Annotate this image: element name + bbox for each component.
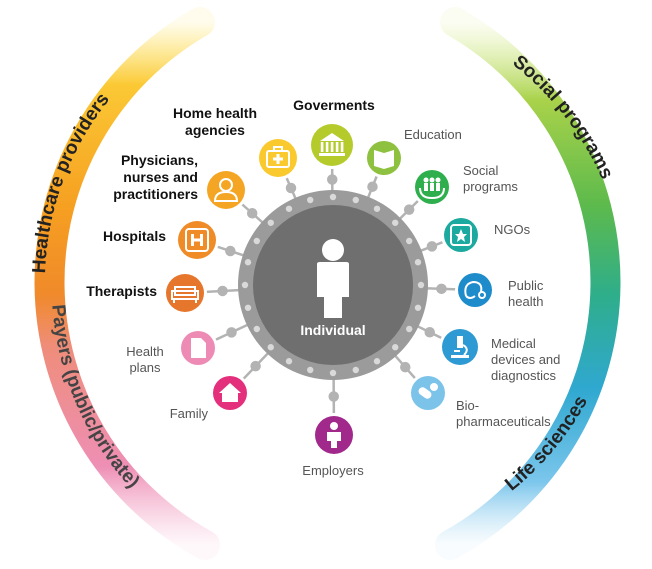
social-programs-label: Social programs: [463, 163, 518, 194]
hub-dot: [406, 325, 413, 333]
connector-dot: [400, 361, 411, 373]
hub-dot: [373, 358, 381, 365]
hub-dots: [241, 193, 425, 377]
star-icon: [450, 224, 472, 246]
hub-dot: [241, 281, 249, 289]
house-icon: [219, 383, 241, 402]
left-outer-ring: [34, 7, 220, 560]
health-plans-node: [178, 328, 218, 368]
medical-devices-label: Medical devices and diagnostics: [491, 336, 561, 383]
goverments-label: Goverments: [293, 97, 375, 113]
hub-dot: [285, 205, 293, 212]
employers-label: Employers: [302, 463, 364, 478]
family-node: [210, 373, 250, 413]
family-hands-icon: [419, 177, 445, 200]
connector-dot: [285, 182, 297, 194]
individual-icon: [317, 239, 349, 318]
home-health-label: Home health agencies: [172, 105, 257, 138]
hub-dot: [406, 237, 413, 245]
hub-dot: [414, 259, 422, 266]
connector-dot: [403, 204, 415, 215]
book-icon: [374, 150, 394, 169]
connector-dot: [250, 360, 261, 372]
connector-dot: [328, 391, 339, 402]
goverments-node: [308, 121, 356, 169]
hospitals-label: Hospitals: [102, 228, 166, 244]
hospital-icon: [185, 228, 209, 252]
hub-dot: [253, 325, 260, 333]
connector-dot: [217, 285, 228, 297]
home-health-node: [256, 136, 300, 180]
public-health-node: [455, 270, 495, 310]
hub-dot: [307, 366, 314, 374]
node-circle: [166, 274, 204, 312]
hub-dot: [244, 259, 252, 266]
hub-dot: [373, 205, 381, 212]
family-label: Family: [169, 406, 208, 421]
hub-dot: [414, 304, 422, 311]
employers-node: [312, 413, 356, 457]
stethoscope-icon: [464, 280, 486, 299]
hub-dot: [267, 219, 274, 226]
connector-dot: [426, 241, 438, 252]
hub-dot: [329, 369, 337, 377]
hub-dot: [392, 219, 399, 226]
right-outer-ring: [435, 7, 621, 560]
connector-dot: [225, 245, 236, 257]
ngos-node: [441, 215, 481, 255]
medical-devices-node: [439, 326, 481, 368]
education-label: Education: [404, 127, 462, 142]
social-programs-node: [412, 167, 452, 207]
health-plans-label: Health plans: [126, 344, 164, 375]
hub-dot: [267, 344, 274, 351]
hospitals-node: [175, 218, 219, 262]
biopharma-node: [408, 373, 448, 413]
government-building-icon: [319, 133, 345, 156]
medical-kit-icon: [266, 146, 290, 168]
connector-dot: [424, 326, 435, 338]
node-circle: [458, 273, 492, 307]
microscope-icon: [451, 336, 469, 358]
social-programs-ring-label: Social programs: [509, 51, 617, 182]
hub-dot: [392, 344, 399, 351]
ngos-label: NGOs: [494, 222, 531, 237]
document-icon: [191, 338, 206, 358]
therapists-node: [163, 271, 207, 315]
doctor-icon: [213, 178, 239, 202]
couch-icon: [171, 286, 199, 303]
connector-dot: [326, 174, 338, 185]
connector-dot: [246, 208, 258, 219]
hub-dot: [244, 304, 252, 311]
hub-dot: [329, 193, 337, 201]
education-node: [364, 138, 404, 178]
hub-dot: [307, 196, 314, 204]
hub-dot: [253, 237, 260, 245]
employee-icon: [327, 422, 341, 448]
hub-dot: [352, 196, 359, 204]
physicians-label: Physicians, nurses and practitioners: [113, 152, 198, 202]
physicians-node: [204, 168, 248, 212]
connector-dot: [436, 283, 447, 295]
therapists-label: Therapists: [86, 283, 157, 299]
biopharma-label: Bio- pharmaceuticals: [456, 398, 551, 429]
individual-label: Individual: [300, 322, 366, 338]
hub-dot: [352, 366, 359, 374]
public-health-label: Public health: [508, 278, 544, 309]
connector-dot: [367, 181, 378, 192]
connector-dot: [226, 327, 237, 338]
hub-dot: [285, 358, 293, 365]
hub-dot: [417, 281, 425, 289]
pills-icon: [418, 383, 438, 399]
